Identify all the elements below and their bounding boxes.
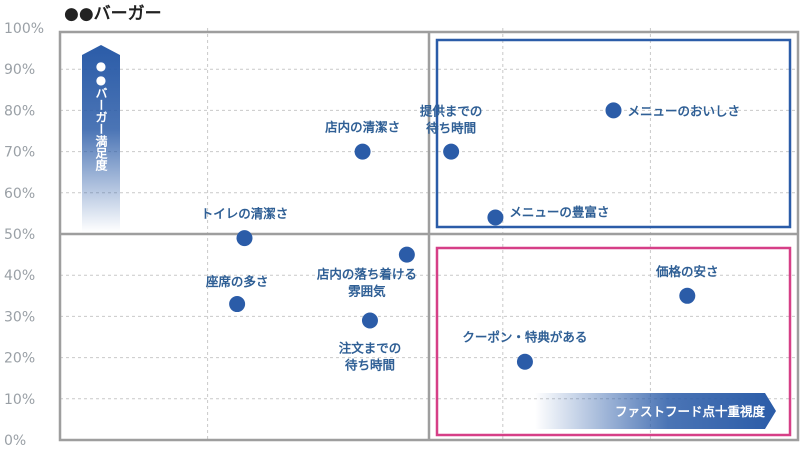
y-tick-label: 80% — [4, 103, 35, 119]
x-axis-label: ファストフード点十重視度 — [615, 404, 766, 419]
data-point-label: 店内の清潔さ — [325, 120, 400, 135]
data-point — [361, 312, 378, 329]
data-point-label: 価格の安さ — [655, 264, 719, 279]
y-axis-label: ●●バーガー満足度 — [94, 59, 108, 172]
data-point — [605, 102, 622, 119]
data-point — [443, 143, 460, 160]
data-point-label: 提供までの待ち時間 — [420, 104, 483, 136]
grid — [58, 28, 800, 442]
y-tick-label: 100% — [4, 21, 44, 37]
data-point-label: トイレの清潔さ — [201, 206, 289, 221]
y-tick-label: 50% — [4, 227, 35, 243]
x-axis-arrow: ファストフード点十重視度 — [535, 393, 776, 429]
data-point — [236, 230, 253, 247]
data-point — [516, 353, 533, 370]
data-point-label: 注文までの待ち時間 — [339, 341, 402, 373]
highlight-box-bottom-right — [435, 246, 792, 437]
data-point — [679, 287, 696, 304]
data-point-label: 店内の落ち着ける雰囲気 — [317, 267, 417, 299]
data-point — [487, 209, 504, 226]
y-tick-label: 20% — [4, 351, 35, 367]
y-tick-label: 30% — [4, 309, 35, 325]
y-tick-label: 0% — [4, 433, 26, 449]
y-tick-label: 10% — [4, 392, 35, 408]
highlight-box-top-right — [435, 38, 792, 229]
data-point-label: 座席の多さ — [205, 274, 269, 289]
data-point — [354, 143, 371, 160]
y-tick-label: 40% — [4, 268, 35, 284]
data-point — [229, 296, 246, 313]
y-axis-arrow: ●●バーガー満足度 — [82, 45, 120, 232]
y-tick-label: 60% — [4, 186, 35, 202]
data-point-label: メニューのおいしさ — [628, 103, 741, 118]
y-axis-ticks: 0% 10% 20% 30% 40% 50% 60% 70% 80% 90% 100% — [4, 21, 44, 449]
y-tick-label: 70% — [4, 145, 35, 161]
chart-title: ●●バーガー — [64, 4, 162, 24]
data-point-label: メニューの豊富さ — [509, 205, 609, 220]
y-tick-label: 90% — [4, 62, 35, 78]
data-point-label: クーポン・特典がある — [462, 330, 587, 345]
data-point — [398, 246, 415, 263]
